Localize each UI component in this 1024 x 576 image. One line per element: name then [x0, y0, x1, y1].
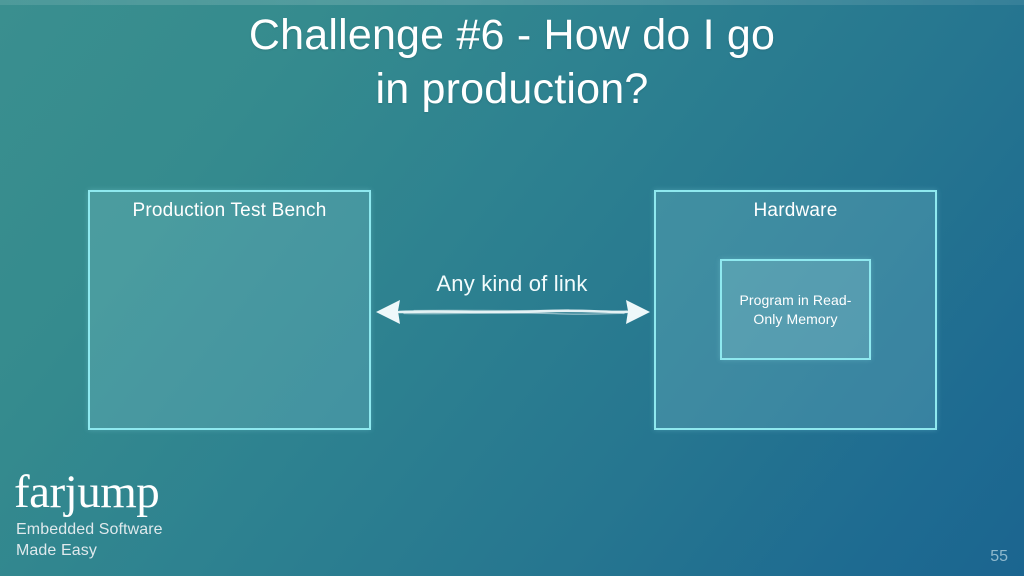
- node-read-only-memory: Program in Read- Only Memory: [720, 259, 871, 360]
- slide-title: Challenge #6 - How do I go in production…: [248, 11, 776, 113]
- farjump-logo-tagline: Embedded Software Made Easy: [16, 521, 163, 559]
- top-accent-band: [0, 0, 1024, 5]
- node-production-test-bench-label: Production Test Bench: [132, 200, 327, 221]
- node-production-test-bench: Production Test Bench: [88, 190, 371, 430]
- node-hardware: Hardware: [654, 190, 937, 430]
- node-read-only-memory-label: Program in Read- Only Memory: [739, 291, 852, 327]
- connector-label: Any kind of link: [436, 271, 588, 296]
- page-number: 55: [990, 548, 1008, 565]
- node-hardware-label: Hardware: [753, 200, 838, 221]
- double-arrow-icon: [376, 300, 650, 324]
- farjump-logo-wordmark: farjump: [14, 466, 160, 518]
